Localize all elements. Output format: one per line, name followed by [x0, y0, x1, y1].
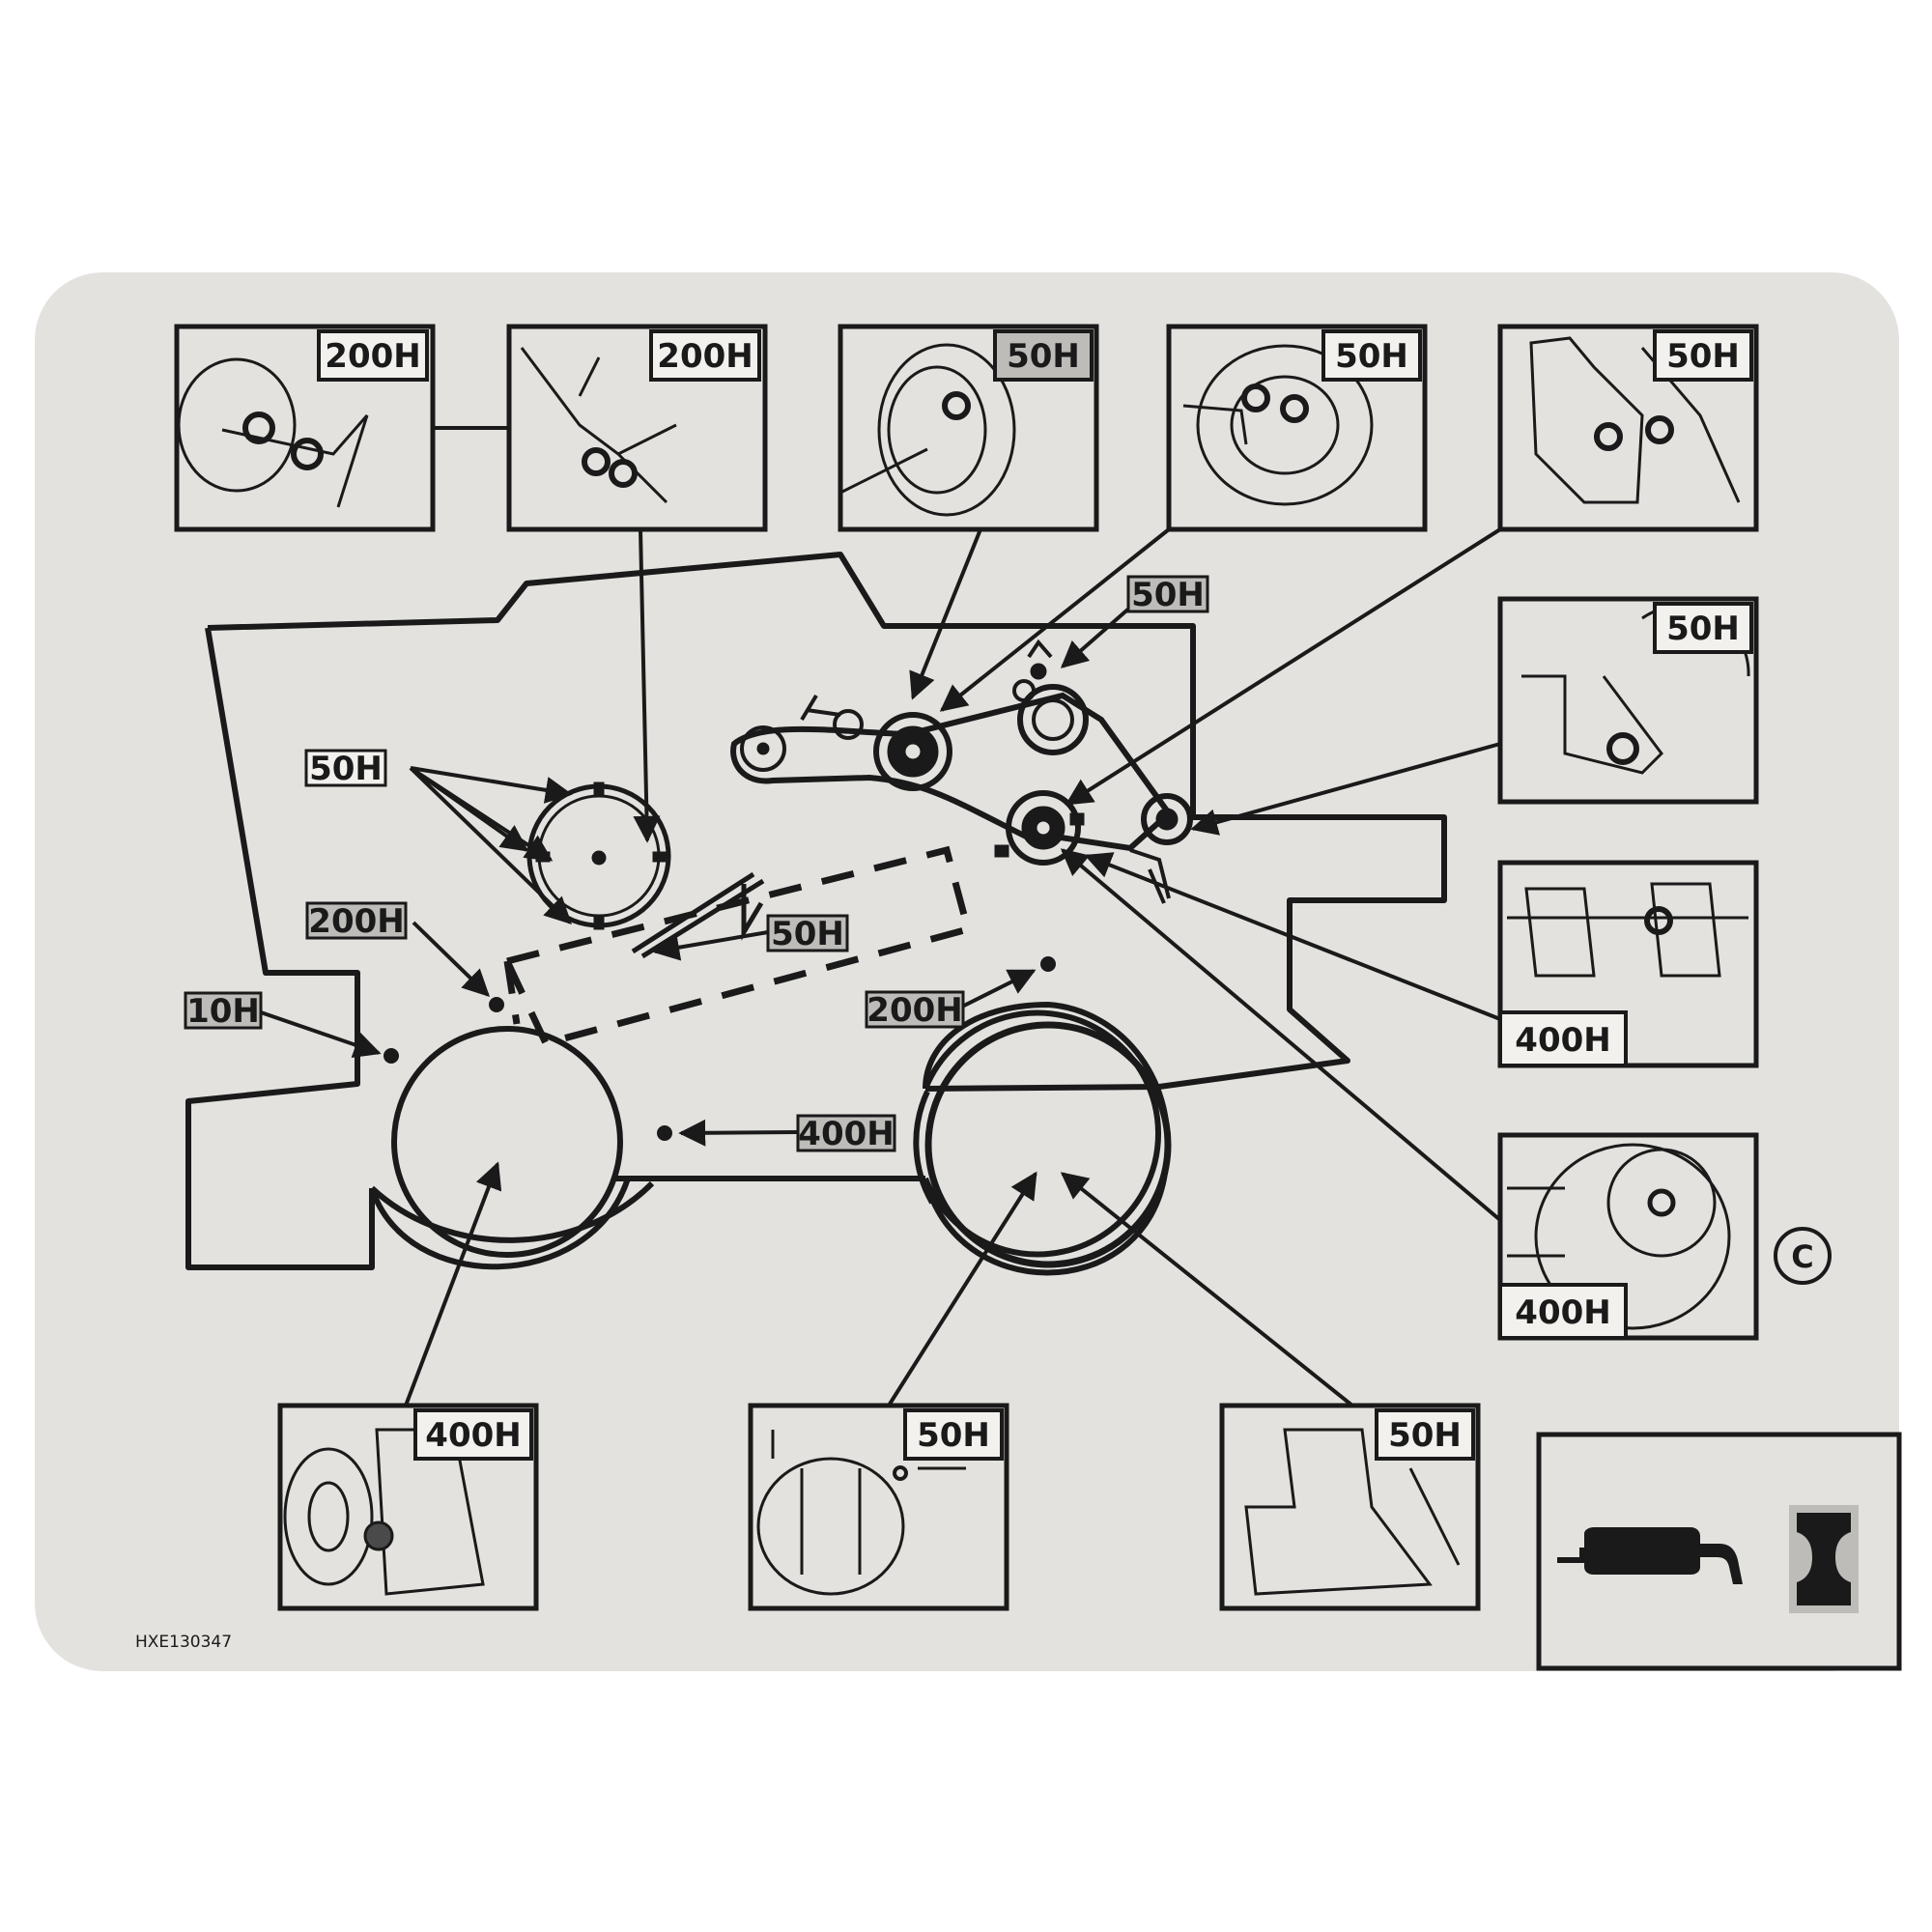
svg-text:C: C — [1791, 1238, 1813, 1275]
inline-label-feeder: 50H — [766, 914, 849, 953]
svg-text:50H: 50H — [1666, 610, 1740, 648]
svg-text:50H: 50H — [1388, 1416, 1462, 1455]
grease-points — [384, 851, 1056, 1141]
panel-label-bottom1: 400H — [413, 1408, 533, 1461]
svg-text:200H: 200H — [308, 902, 404, 941]
svg-text:50H: 50H — [1666, 337, 1740, 376]
panel-label-right1: 50H — [1653, 602, 1753, 654]
decal-plate — [35, 272, 1899, 1671]
inline-label-axle: 200H — [865, 990, 965, 1030]
inline-labels: 50H 50H 50H 200H 200H 10H 400H — [184, 575, 1209, 1153]
panel-label-top5: 50H — [1653, 329, 1753, 382]
part-code: HXE130347 — [135, 1633, 232, 1652]
inline-label-belt: 50H — [1126, 575, 1209, 614]
panel-label-right3: 400H — [1498, 1283, 1628, 1340]
svg-text:50H: 50H — [1007, 337, 1080, 376]
svg-text:400H: 400H — [425, 1416, 521, 1455]
svg-text:400H: 400H — [798, 1115, 894, 1153]
inline-label-frame: 10H — [184, 991, 263, 1031]
grease-fitting-icon — [1789, 1505, 1859, 1613]
feeder-housing-dashed — [502, 845, 973, 1048]
panel-label-bottom3: 50H — [1375, 1408, 1475, 1461]
wheel-fender-rings — [369, 1001, 1171, 1276]
inline-label-center: 400H — [796, 1114, 896, 1153]
svg-text:50H: 50H — [1131, 576, 1205, 614]
svg-text:400H: 400H — [1515, 1021, 1610, 1060]
leader-arrows — [260, 426, 1502, 1407]
svg-text:10H: 10H — [186, 992, 260, 1031]
panel-label-top3: 50H — [993, 329, 1094, 382]
svg-text:200H: 200H — [657, 337, 753, 376]
panel-label-top1: 200H — [317, 329, 429, 382]
svg-text:200H: 200H — [867, 991, 962, 1030]
exhaust-muffler-icon — [1557, 1527, 1743, 1584]
belt-drive-system — [730, 639, 1193, 904]
svg-text:50H: 50H — [771, 915, 844, 953]
panel-label-right2: 400H — [1498, 1010, 1628, 1067]
panel-label-top2: 200H — [649, 329, 761, 382]
svg-text:50H: 50H — [309, 750, 383, 788]
inline-label-drum: 50H — [304, 749, 387, 788]
svg-text:200H: 200H — [325, 337, 420, 376]
panel-label-bottom2: 50H — [903, 1408, 1004, 1461]
region-badge: C — [1774, 1227, 1832, 1285]
inset-artwork — [177, 336, 1750, 1596]
svg-text:50H: 50H — [917, 1416, 990, 1455]
panel-labels: 200H 200H 50H 50H 50H 50H 400H 400H 400H… — [317, 329, 1753, 1461]
svg-text:400H: 400H — [1515, 1293, 1610, 1332]
inline-label-pivot: 200H — [305, 901, 408, 941]
panel-label-top4: 50H — [1321, 329, 1422, 382]
svg-text:50H: 50H — [1335, 337, 1408, 376]
